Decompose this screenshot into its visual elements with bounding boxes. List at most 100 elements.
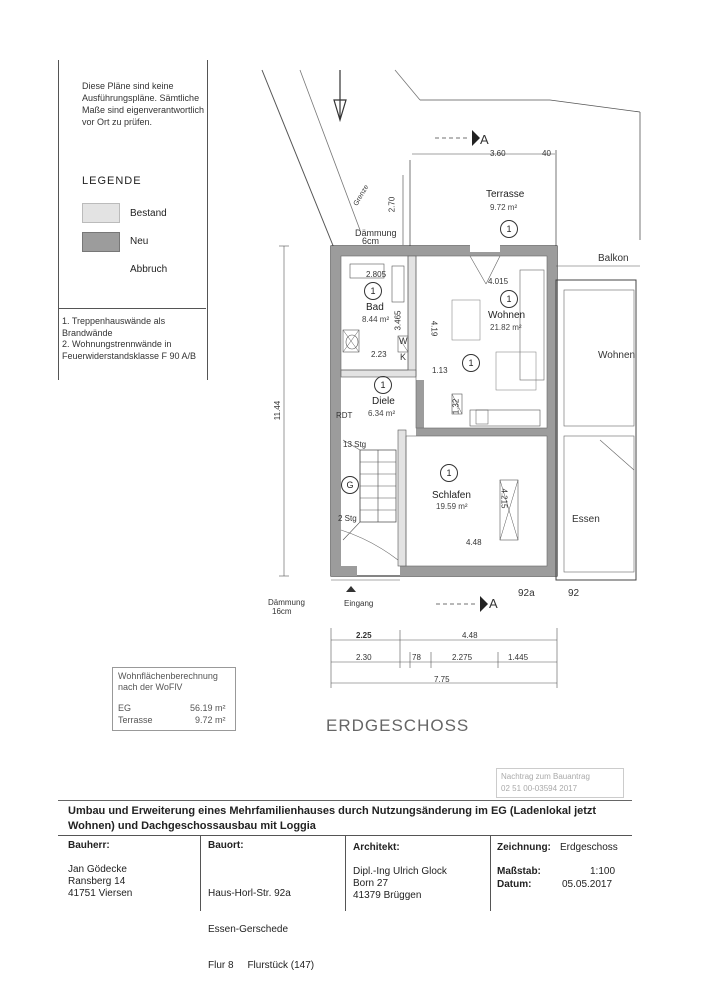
architekt-street: Born 27: [353, 878, 389, 889]
neighbor-wohnen-label: Wohnen: [598, 350, 636, 361]
dim-4-48-room: 4.48: [466, 538, 482, 547]
column-divider: [490, 835, 491, 911]
bauherr-details: Jan Gödecke Ransberg 14 41751 Viersen: [68, 864, 132, 900]
bauort-details: Haus-Horl-Str. 92a Essen-Gerschede Flur …: [208, 864, 314, 984]
section-marker-bottom: A: [489, 596, 498, 611]
dim-bottom-7-75: 7.75: [434, 675, 450, 684]
dim-bottom-1-445: 1.445: [508, 653, 529, 662]
wohnflaeche-row-value: 9.72 m²: [195, 715, 226, 725]
zeichnung-heading: Zeichnung:: [497, 842, 551, 853]
eingang-label: Eingang: [344, 599, 374, 608]
stair-13-label: 13 Stg: [343, 440, 367, 449]
rdt-label: RDT: [336, 411, 353, 420]
room-marker-terrasse: 1: [500, 220, 518, 238]
dim-3-60: 3.60: [490, 149, 506, 158]
datum-value: 05.05.2017: [562, 879, 613, 890]
bauort-heading: Bauort:: [208, 840, 244, 851]
room-area-bad: 8.44 m²: [362, 315, 390, 324]
dim-bottom-2-275: 2.275: [452, 653, 473, 662]
architekt-details: Dipl.-Ing Ulrich Glock Born 27 41379 Brü…: [353, 866, 447, 902]
bauherr-city: 41751 Viersen: [68, 888, 133, 899]
room-marker-bad: 1: [364, 282, 382, 300]
stamp-box: Nachtrag zum Bauantrag 02 51 00-03594 20…: [496, 768, 624, 798]
dim-11-44: 11.44: [273, 400, 283, 421]
bauherr-heading: Bauherr:: [68, 840, 110, 851]
bauherr-street: Ransberg 14: [68, 876, 126, 887]
room-marker-wohnen: 1: [500, 290, 518, 308]
daemmung-top-label: Dämmung: [355, 228, 397, 238]
stamp-line-2: 02 51 00-03594 2017: [501, 784, 578, 793]
disclaimer-note: Diese Pläne sind keine Ausführungspläne.…: [82, 81, 205, 127]
room-marker-schlafen: 1: [440, 464, 458, 482]
wohnflaeche-row-label: Terrasse: [118, 715, 153, 725]
project-title: Umbau und Erweiterung eines Mehrfamilien…: [68, 805, 597, 832]
wohnflaeche-box: [112, 667, 236, 731]
datum-heading: Datum:: [497, 879, 532, 890]
stamp-line-1: Nachtrag zum Bauantrag: [501, 772, 590, 781]
dim-1-13: 1.13: [432, 366, 448, 375]
stair-2-label: 2 Stg: [338, 514, 357, 523]
note-item: 1. Treppenhauswände als Brandwände: [62, 316, 166, 338]
wohnflaeche-title: Wohnflächenberechnung nach der WoFlV: [118, 671, 218, 692]
dim-2-805: 2.805: [366, 270, 387, 279]
legend-label-bestand: Bestand: [130, 208, 167, 219]
room-area-diele: 6.34 m²: [368, 409, 396, 418]
wohnflaeche-row-value: 56.19 m²: [190, 703, 226, 713]
bauort-parcel: Flur 8 Flurstück (147): [208, 960, 315, 971]
legend-title: LEGENDE: [82, 175, 142, 187]
bauherr-name: Jan Gödecke: [68, 864, 127, 875]
architekt-name: Dipl.-Ing Ulrich Glock: [353, 866, 447, 877]
note-item: 2. Wohnungstrennwände in Feuerwiderstand…: [62, 339, 197, 361]
room-name-schlafen: Schlafen: [432, 490, 471, 501]
massstab-value: 1:100: [590, 866, 616, 877]
legend-label-neu: Neu: [130, 236, 149, 247]
legend-swatch-neu: [82, 232, 120, 252]
wohnflaeche-row-label: EG: [118, 703, 132, 713]
notes-list: 1. Treppenhauswände als Brandwände 2. Wo…: [62, 316, 202, 362]
room-marker-kitchen: 1: [462, 354, 480, 372]
column-divider: [345, 835, 346, 911]
dim-3-465: 3.465: [393, 310, 403, 331]
dim-1-32: 1.32: [451, 398, 461, 415]
dim-bottom-4-48: 4.48: [462, 631, 478, 640]
w-label: W: [399, 336, 408, 346]
room-area-terrasse: 9.72 m²: [490, 203, 518, 212]
dim-bottom-2-25: 2.25: [356, 631, 372, 640]
legend-label-abbruch: Abbruch: [130, 264, 168, 275]
info-panel-frame: [58, 60, 208, 380]
dim-40: 40: [542, 149, 551, 158]
floor-title: ERDGESCHOSS: [326, 716, 470, 735]
dim-bottom-2-30: 2.30: [356, 653, 372, 662]
essen-label: Essen: [572, 514, 600, 525]
house-number-92: 92: [568, 588, 580, 599]
legend-swatch-bestand: [82, 203, 120, 223]
dim-4-215: 4.215: [499, 488, 509, 509]
house-number-92a: 92a: [518, 588, 535, 599]
massstab-heading: Maßstab:: [497, 866, 541, 877]
title-block: [58, 800, 632, 913]
room-name-bad: Bad: [366, 302, 384, 313]
bauort-street: Haus-Horl-Str. 92a: [208, 888, 291, 899]
daemmung-top-size: 6cm: [362, 236, 380, 246]
room-marker-diele: 1: [374, 376, 392, 394]
architekt-heading: Architekt:: [353, 842, 400, 853]
column-divider: [200, 835, 201, 911]
bauort-district: Essen-Gerschede: [208, 924, 289, 935]
dim-bottom-78: 78: [412, 653, 421, 662]
architekt-city: 41379 Brüggen: [353, 890, 422, 901]
dim-4-015: 4.015: [488, 277, 509, 286]
floor-plan-drawing: [261, 69, 641, 688]
notes-divider: [58, 308, 206, 309]
room-area-schlafen: 19.59 m²: [436, 502, 468, 511]
zeichnung-value: Erdgeschoss: [560, 842, 618, 853]
stair-marker: G: [341, 476, 359, 494]
k-label: K: [400, 352, 407, 362]
daemmung-bottom-label: Dämmung: [268, 598, 305, 607]
room-name-terrasse: Terrasse: [486, 189, 525, 200]
dim-4-19: 4.19: [429, 320, 439, 337]
dim-2-23: 2.23: [371, 350, 387, 359]
section-marker-top: A: [480, 132, 489, 147]
balkon-label: Balkon: [598, 253, 629, 264]
room-name-diele: Diele: [372, 396, 395, 407]
daemmung-bottom-size: 16cm: [272, 607, 292, 616]
